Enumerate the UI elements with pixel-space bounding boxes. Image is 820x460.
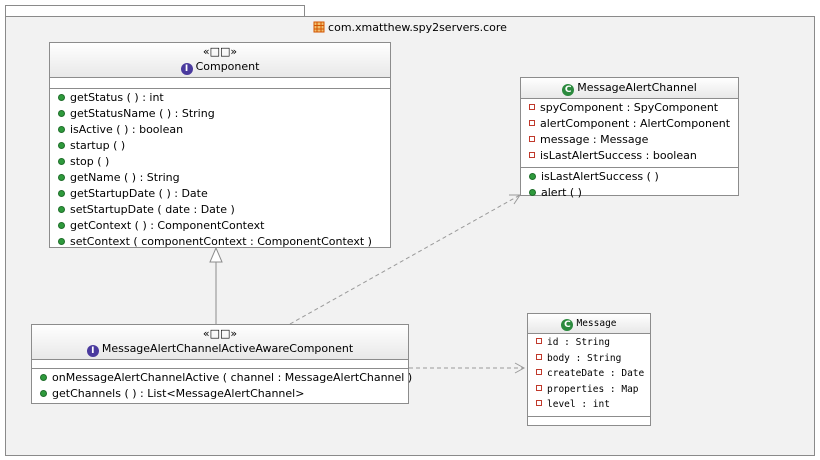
aware-component-name: MessageAlertChannelActiveAwareComponent — [101, 342, 354, 355]
interface-icon: I — [86, 345, 99, 357]
interface-icon: I — [180, 63, 193, 75]
method-row: onMessageAlertChannelActive ( channel : … — [32, 370, 412, 386]
field-row: id : String — [528, 335, 650, 351]
public-method-icon — [58, 190, 65, 197]
field-row: properties : Map — [528, 382, 650, 398]
field-row: spyComponent : SpyComponent — [521, 100, 738, 116]
class-icon: C — [561, 319, 574, 331]
message-name: Message — [576, 318, 617, 329]
package-icon — [313, 21, 325, 33]
method-row: getStatus ( ) : int — [50, 90, 390, 106]
method-row: stop ( ) — [50, 154, 390, 170]
package-title: com.xmatthew.spy2servers.core — [6, 21, 814, 35]
package-tab — [5, 5, 305, 18]
public-method-icon — [58, 158, 65, 165]
dependency-line-channel — [289, 194, 521, 325]
message-alert-channel-methods: isLastAlertSuccess ( ) alert ( ) — [521, 168, 738, 204]
component-attributes — [50, 78, 390, 89]
component-name: Component — [195, 60, 260, 73]
private-field-icon — [536, 400, 542, 406]
private-field-icon — [536, 384, 542, 391]
dependency-arrowhead-message — [514, 362, 526, 374]
method-row: getStartupDate ( ) : Date — [50, 186, 390, 202]
generalization-arrowhead — [209, 246, 223, 263]
method-row: isActive ( ) : boolean — [50, 122, 390, 138]
field-row: message : Message — [521, 132, 738, 148]
method-row: alert ( ) — [521, 185, 738, 201]
private-field-icon — [529, 104, 535, 110]
public-method-icon — [58, 126, 65, 133]
private-field-icon — [529, 136, 535, 142]
public-method-icon — [58, 238, 65, 245]
field-row: createDate : Date — [528, 366, 650, 382]
message-alert-channel-name: MessageAlertChannel — [577, 81, 697, 94]
public-method-icon — [58, 142, 65, 149]
public-method-icon — [529, 189, 536, 196]
public-method-icon — [40, 374, 47, 381]
private-field-icon — [536, 338, 542, 344]
private-field-icon — [529, 120, 535, 126]
field-row: level : int — [528, 397, 650, 413]
private-field-icon — [529, 152, 535, 158]
private-field-icon — [536, 353, 542, 360]
field-row: isLastAlertSuccess : boolean — [521, 148, 738, 164]
aware-component-attributes — [32, 360, 408, 369]
method-row: setStartupDate ( date : Date ) — [50, 202, 390, 218]
method-row: getChannels ( ) : List<MessageAlertChann… — [32, 386, 408, 402]
public-method-icon — [58, 222, 65, 229]
component-methods: getStatus ( ) : int getStatusName ( ) : … — [50, 89, 390, 253]
method-row: getStatusName ( ) : String — [50, 106, 390, 122]
field-row: alertComponent : AlertComponent — [521, 116, 738, 132]
method-row: startup ( ) — [50, 138, 390, 154]
component-stereotype: «□□» — [202, 45, 238, 58]
message-alert-channel-fields: spyComponent : SpyComponent alertCompone… — [521, 99, 738, 168]
aware-component-stereotype: «□□» — [202, 327, 238, 340]
package-name: com.xmatthew.spy2servers.core — [328, 21, 507, 34]
method-row: getContext ( ) : ComponentContext — [50, 218, 390, 234]
public-method-icon — [40, 390, 47, 397]
method-row: setContext ( componentContext : Componen… — [50, 234, 390, 250]
method-row: isLastAlertSuccess ( ) — [521, 169, 738, 185]
public-method-icon — [58, 174, 65, 181]
message-methods — [528, 417, 650, 425]
public-method-icon — [529, 173, 536, 180]
field-row: body : String — [528, 351, 650, 367]
class-icon: C — [562, 84, 575, 96]
public-method-icon — [58, 110, 65, 117]
private-field-icon — [536, 369, 542, 375]
aware-component-methods: onMessageAlertChannelActive ( channel : … — [32, 369, 412, 405]
public-method-icon — [58, 94, 65, 101]
message-fields: id : String body : String createDate : D… — [528, 334, 650, 417]
method-row: getName ( ) : String — [50, 170, 390, 186]
public-method-icon — [58, 206, 65, 213]
